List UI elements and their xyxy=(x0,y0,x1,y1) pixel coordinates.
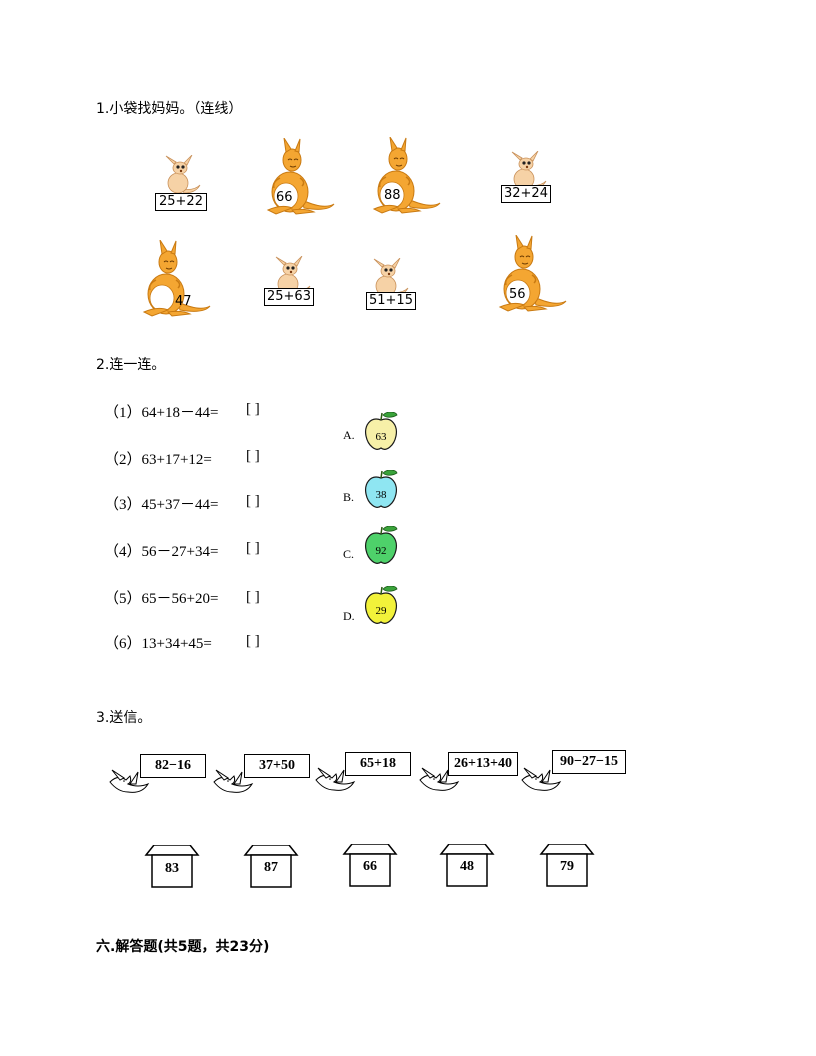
letter-card-5: 90−27−15 xyxy=(552,750,626,774)
letter-card-1: 82−16 xyxy=(140,754,206,778)
answer-bracket-3[interactable]: [ ] xyxy=(246,493,260,509)
option-a-value: 63 xyxy=(375,431,387,443)
section-six-title: 六.解答题(共5题，共23分) xyxy=(96,939,270,955)
bottom-card-1: 25+63 xyxy=(264,288,314,306)
answer-bracket-6[interactable]: [ ] xyxy=(246,633,260,649)
house-number-2: 87 xyxy=(264,860,278,875)
answer-bracket-5[interactable]: [ ] xyxy=(246,589,260,605)
bottom-pouch-2: 56 xyxy=(509,287,526,302)
top-pouch-2: 88 xyxy=(384,188,401,203)
equation-4: （4）56－27+34= xyxy=(104,544,219,560)
house-number-5: 79 xyxy=(560,859,574,874)
option-d-value: 29 xyxy=(375,605,387,617)
option-c-value: 92 xyxy=(375,545,387,557)
house-number-3: 66 xyxy=(363,859,377,874)
house-number-4: 48 xyxy=(460,859,474,874)
letter-card-4: 26+13+40 xyxy=(448,752,518,776)
q1-title: 1.小袋找妈妈。（连线） xyxy=(96,101,243,117)
bottom-card-2: 51+15 xyxy=(366,292,416,310)
answer-bracket-1[interactable]: [ ] xyxy=(246,401,260,417)
top-card-2: 32+24 xyxy=(501,185,551,203)
answer-bracket-4[interactable]: [ ] xyxy=(246,540,260,556)
big-kangaroo-2 xyxy=(373,137,441,214)
letter-card-3: 65+18 xyxy=(345,752,411,776)
equation-6: （6）13+34+45= xyxy=(104,636,212,652)
equation-2: （2）63+17+12= xyxy=(104,452,212,468)
q2-title: 2.连一连。 xyxy=(96,357,166,373)
option-a-label: A. xyxy=(343,428,355,442)
top-pouch-1: 66 xyxy=(276,190,293,205)
top-card-1: 25+22 xyxy=(155,193,207,211)
equation-5: （5）65－56+20= xyxy=(104,591,219,607)
answer-bracket-2[interactable]: [ ] xyxy=(246,448,260,464)
house-number-1: 83 xyxy=(165,861,179,876)
big-kangaroo-4 xyxy=(499,235,567,312)
equation-3: （3）45+37－44= xyxy=(104,497,219,513)
small-kangaroo-1 xyxy=(165,155,201,194)
option-b-label: B. xyxy=(343,490,355,504)
big-kangaroo-1 xyxy=(267,138,335,215)
option-b-value: 38 xyxy=(375,489,387,501)
equation-1: （1）64+18－44= xyxy=(104,405,219,421)
bottom-pouch-1: 47 xyxy=(175,294,192,309)
q3-title: 3.送信。 xyxy=(96,710,152,726)
option-d-label: D. xyxy=(343,609,355,623)
letter-card-2: 37+50 xyxy=(244,754,310,778)
option-c-label: C. xyxy=(343,547,355,561)
